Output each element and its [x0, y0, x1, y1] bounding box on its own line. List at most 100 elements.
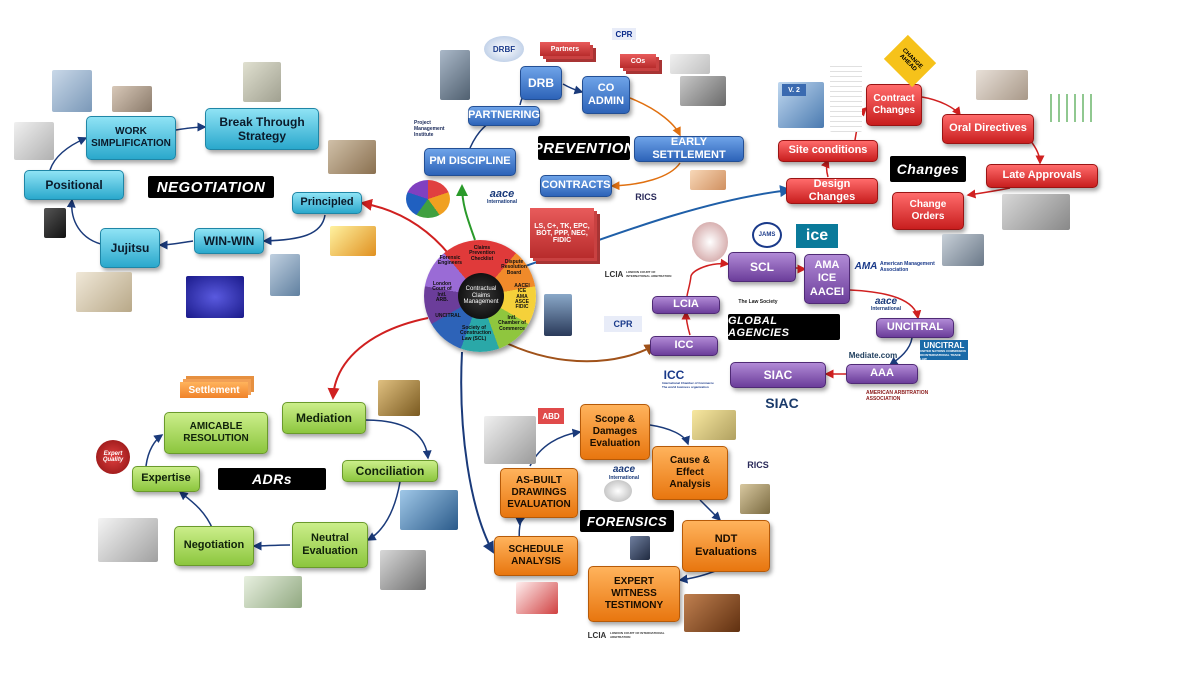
- node-design-changes[interactable]: Design Changes: [786, 178, 878, 204]
- blueprint-roll-icon: [484, 416, 536, 464]
- node-siac[interactable]: SIAC: [730, 362, 826, 388]
- node-contracts[interactable]: CONTRACTS: [540, 175, 612, 197]
- node-early-settlement[interactable]: EARLY SETTLEMENT: [634, 136, 744, 162]
- hub-segment-claims-prevention: Claims Prevention Checklist: [469, 245, 495, 262]
- node-aaa[interactable]: AAA: [846, 364, 918, 384]
- adrs-title: ADRs: [218, 468, 326, 490]
- node-change-orders[interactable]: Change Orders: [892, 192, 964, 230]
- node-principled[interactable]: Principled: [292, 192, 362, 214]
- hub-segment-drb: Dispute Resolution Board: [501, 259, 527, 276]
- conference-photo: [380, 550, 426, 590]
- ideas-photo: [243, 62, 281, 102]
- hub-segment-scl: Society of Construction Law (SCL): [460, 325, 492, 342]
- node-amicable-resolution[interactable]: AMICABLE RESOLUTION: [164, 412, 268, 454]
- ice-logo: ice: [796, 224, 838, 248]
- windfarm-photo: [244, 576, 302, 608]
- business-people-photo: [270, 254, 300, 296]
- node-cause-effect[interactable]: Cause & Effect Analysis: [652, 446, 728, 500]
- puzzle-people-icon: [400, 490, 458, 530]
- node-uncitral[interactable]: UNCITRAL: [876, 318, 954, 338]
- node-site-conditions[interactable]: Site conditions: [778, 140, 878, 162]
- document-sheet-icon: [830, 62, 862, 132]
- node-break-through[interactable]: Break Through Strategy: [205, 108, 319, 150]
- icc-logo: ICC: [663, 368, 685, 382]
- node-oral-directives[interactable]: Oral Directives: [942, 114, 1034, 144]
- handshake-photo: [690, 170, 726, 190]
- aace-logo-low: aace: [612, 463, 636, 475]
- pmi-logo: Project Management Institute: [414, 120, 445, 138]
- discussion-figures-icon: [14, 122, 54, 160]
- node-partnering[interactable]: PARTNERING: [468, 106, 540, 126]
- hub-segment-aacei: AACEI ICE AMA ASCE FIDIC: [514, 283, 530, 310]
- ama-logo-sub: American Management Association: [880, 261, 935, 273]
- handshake-icon: [44, 208, 66, 238]
- construction-photo: [942, 234, 984, 266]
- aace-logo-top: aace: [489, 188, 515, 200]
- forensics-title: FORENSICS: [580, 510, 674, 532]
- pressure-gauge-photo: [680, 76, 726, 106]
- seal-emblem-icon: [604, 480, 632, 502]
- gantt-chart-icon: [1044, 94, 1096, 122]
- node-mediation[interactable]: Mediation: [282, 402, 366, 434]
- abd-badge: ABD: [538, 408, 564, 424]
- node-co-admin[interactable]: CO ADMIN: [582, 76, 630, 114]
- node-positional[interactable]: Positional: [24, 170, 124, 200]
- node-late-approvals[interactable]: Late Approvals: [986, 164, 1098, 188]
- cycle-diagram-icon: [406, 180, 450, 218]
- node-lcia[interactable]: LCIA: [652, 296, 720, 314]
- meeting-silhouette-icon: [98, 518, 158, 562]
- aaa-logo: AMERICAN ARBITRATION ASSOCIATION: [866, 390, 929, 402]
- aace-logo-low-sub: International: [608, 474, 639, 481]
- engineers-logo: [670, 54, 710, 74]
- skills-diagram-icon: [186, 276, 244, 318]
- node-expert-witness[interactable]: EXPERT WITNESS TESTIMONY: [588, 566, 680, 622]
- node-conciliation[interactable]: Conciliation: [342, 460, 438, 482]
- approval-papers-photo: [1002, 194, 1070, 230]
- aace-logo-mid-sub: International: [870, 305, 901, 312]
- hub-segment-lcia: London Court of Intl. ARB.: [432, 281, 452, 303]
- cpr-logo-top: CPR: [612, 28, 636, 40]
- node-pm-discipline[interactable]: PM DISCIPLINE: [424, 148, 516, 176]
- aace-logo-mid: aace: [874, 295, 898, 307]
- node-ndt-evaluations[interactable]: NDT Evaluations: [682, 520, 770, 572]
- mediate-logo: Mediate.com: [848, 350, 898, 360]
- uncitral-logo-sub: UNITED NATIONS COMMISSION ON INTERNATION…: [920, 349, 968, 361]
- node-drb[interactable]: DRB: [520, 66, 562, 100]
- courtroom-photo: [684, 594, 740, 632]
- node-expertise[interactable]: Expertise: [132, 466, 200, 492]
- settlement-card: Settlement: [180, 382, 248, 398]
- node-as-built-drawings[interactable]: AS-BUILT DRAWINGS EVALUATION: [500, 468, 578, 518]
- prevention-title: PREVENTION: [533, 136, 635, 160]
- node-scope-damages[interactable]: Scope & Damages Evaluation: [580, 404, 650, 460]
- ama-logo: AMA: [854, 260, 878, 272]
- node-scl[interactable]: SCL: [728, 252, 796, 282]
- node-schedule-analysis[interactable]: SCHEDULE ANALYSIS: [494, 536, 578, 576]
- negotiation-photo: [328, 140, 376, 174]
- scl-seal-icon: [692, 222, 728, 262]
- icc-logo-sub: International Chamber of Commerce The wo…: [662, 381, 714, 389]
- lcia-logo-mid-sub: LONDON COURT OF INTERNATIONAL ARBITRATIO…: [626, 270, 672, 278]
- negotiation-title: NEGOTIATION: [148, 176, 274, 198]
- uncitral-logo: UNCITRAL: [920, 340, 968, 350]
- meeting-photo: [112, 86, 152, 112]
- skyline-photo: [544, 294, 572, 336]
- lawyer-icon: [630, 536, 650, 560]
- global-agencies-title: GLOBAL AGENCIES: [728, 314, 840, 340]
- expert-quality-seal: Expert Quality: [96, 440, 130, 474]
- law-society-logo: The Law Society: [738, 299, 778, 305]
- node-icc[interactable]: ICC: [650, 336, 718, 356]
- node-jujitsu[interactable]: Jujitsu: [100, 228, 160, 268]
- changes-title: Changes: [890, 156, 966, 182]
- node-work-simplification[interactable]: WORK SIMPLIFICATION: [86, 116, 176, 160]
- node-neutral-evaluation[interactable]: Neutral Evaluation: [292, 522, 368, 568]
- node-ama-ice-aacei[interactable]: AMA ICE AACEI: [804, 254, 850, 304]
- pyramid-diagram-icon: [330, 226, 376, 256]
- lcia-logo-low: LCIA: [587, 630, 607, 640]
- jujitsu-illustration: [76, 272, 132, 312]
- node-negotiation[interactable]: Negotiation: [174, 526, 254, 566]
- cpr-logo-mid: CPR: [604, 316, 642, 332]
- node-win-win[interactable]: WIN-WIN: [194, 228, 264, 254]
- cos-card: COs: [620, 54, 656, 68]
- node-contract-changes[interactable]: Contract Changes: [866, 84, 922, 126]
- laptop-user-photo: [440, 50, 470, 100]
